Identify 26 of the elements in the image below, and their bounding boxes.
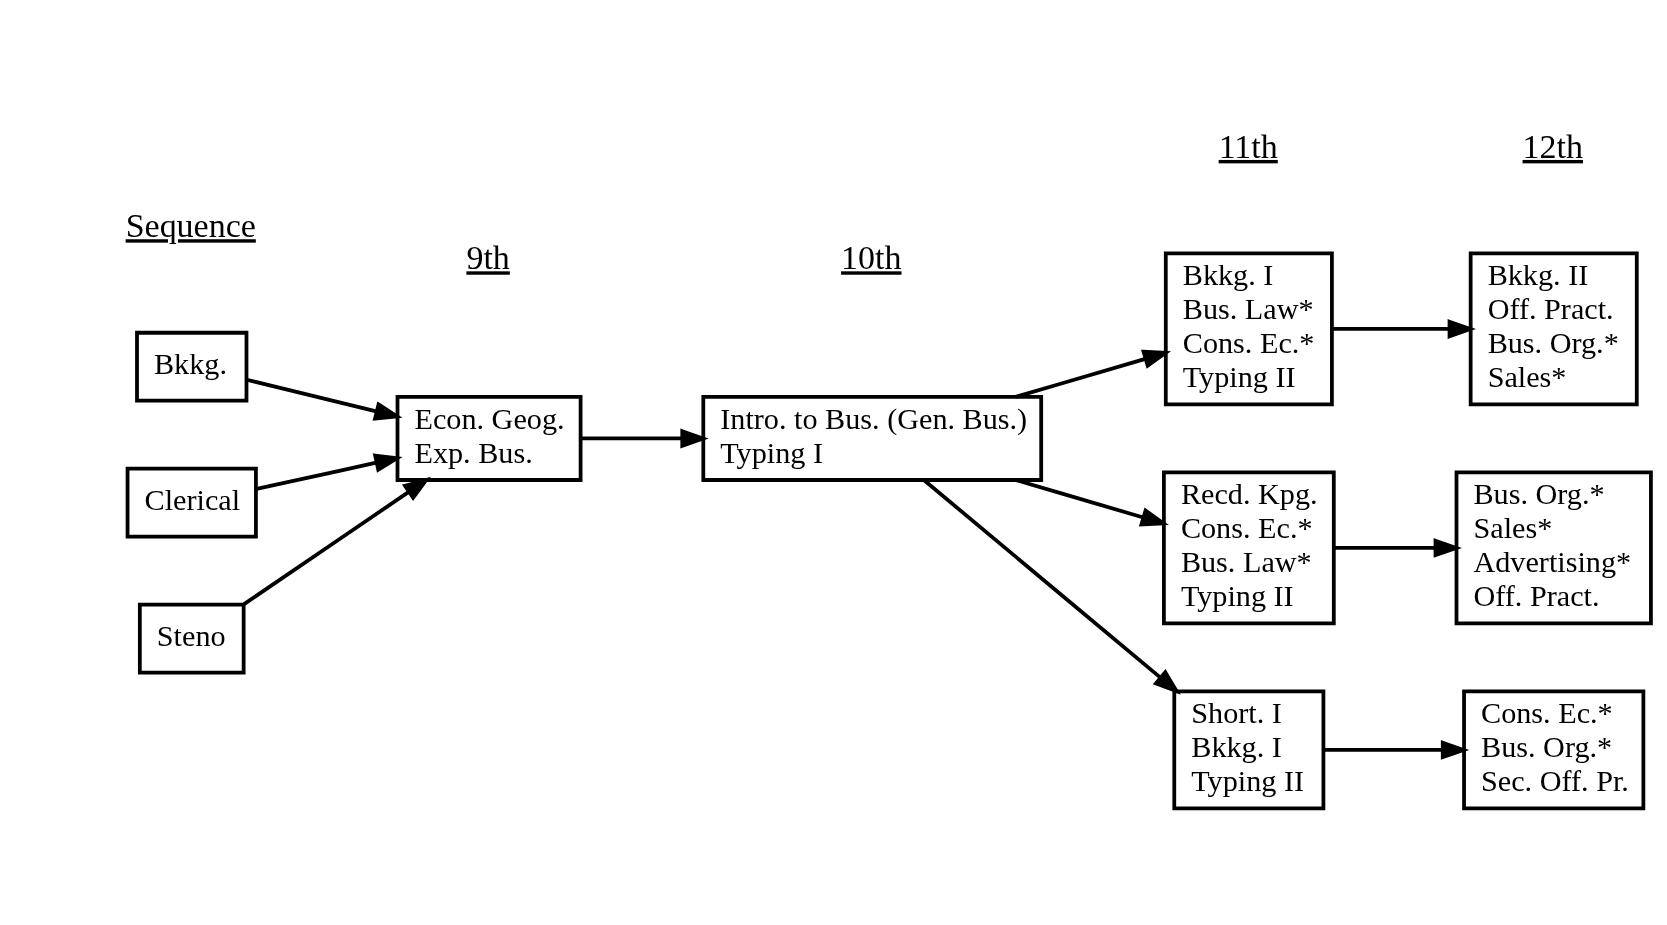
arrow	[1015, 349, 1172, 399]
arrow	[923, 478, 1181, 695]
node-box: Bkkg.	[135, 330, 249, 403]
node-box: Recd. Kpg. Cons. Ec.* Bus. Law* Typing II	[1162, 470, 1336, 625]
arrow	[580, 428, 709, 448]
label: 10th	[841, 238, 902, 276]
node-box: Econ. Geog. Exp. Bus.	[395, 394, 583, 482]
arrow	[256, 452, 403, 491]
node-box: Short. I Bkkg. I Typing II	[1172, 689, 1326, 810]
arrow	[1333, 537, 1462, 558]
node-box: Clerical	[125, 466, 258, 538]
arrow	[246, 377, 403, 421]
node-box: Bus. Org.* Sales* Advertising* Off. Pract.	[1454, 470, 1653, 625]
arrow	[243, 476, 431, 606]
node-box: Bkkg. II Off. Pract. Bus. Org.* Sales*	[1468, 251, 1639, 406]
label: Sequence	[125, 206, 256, 244]
label: 11th	[1218, 127, 1278, 165]
arrow	[1015, 477, 1169, 527]
node-box: Bkkg. I Bus. Law* Cons. Ec.* Typing II	[1163, 251, 1334, 406]
label: 12th	[1522, 127, 1583, 165]
arrow	[1323, 739, 1470, 760]
node-box: Steno	[137, 602, 246, 674]
arrow	[1332, 318, 1476, 339]
node-box: Cons. Ec.* Bus. Org.* Sec. Off. Pr.	[1462, 689, 1646, 810]
label: 9th	[466, 238, 510, 276]
node-box: Intro. to Bus. (Gen. Bus.) Typing I	[701, 394, 1044, 482]
